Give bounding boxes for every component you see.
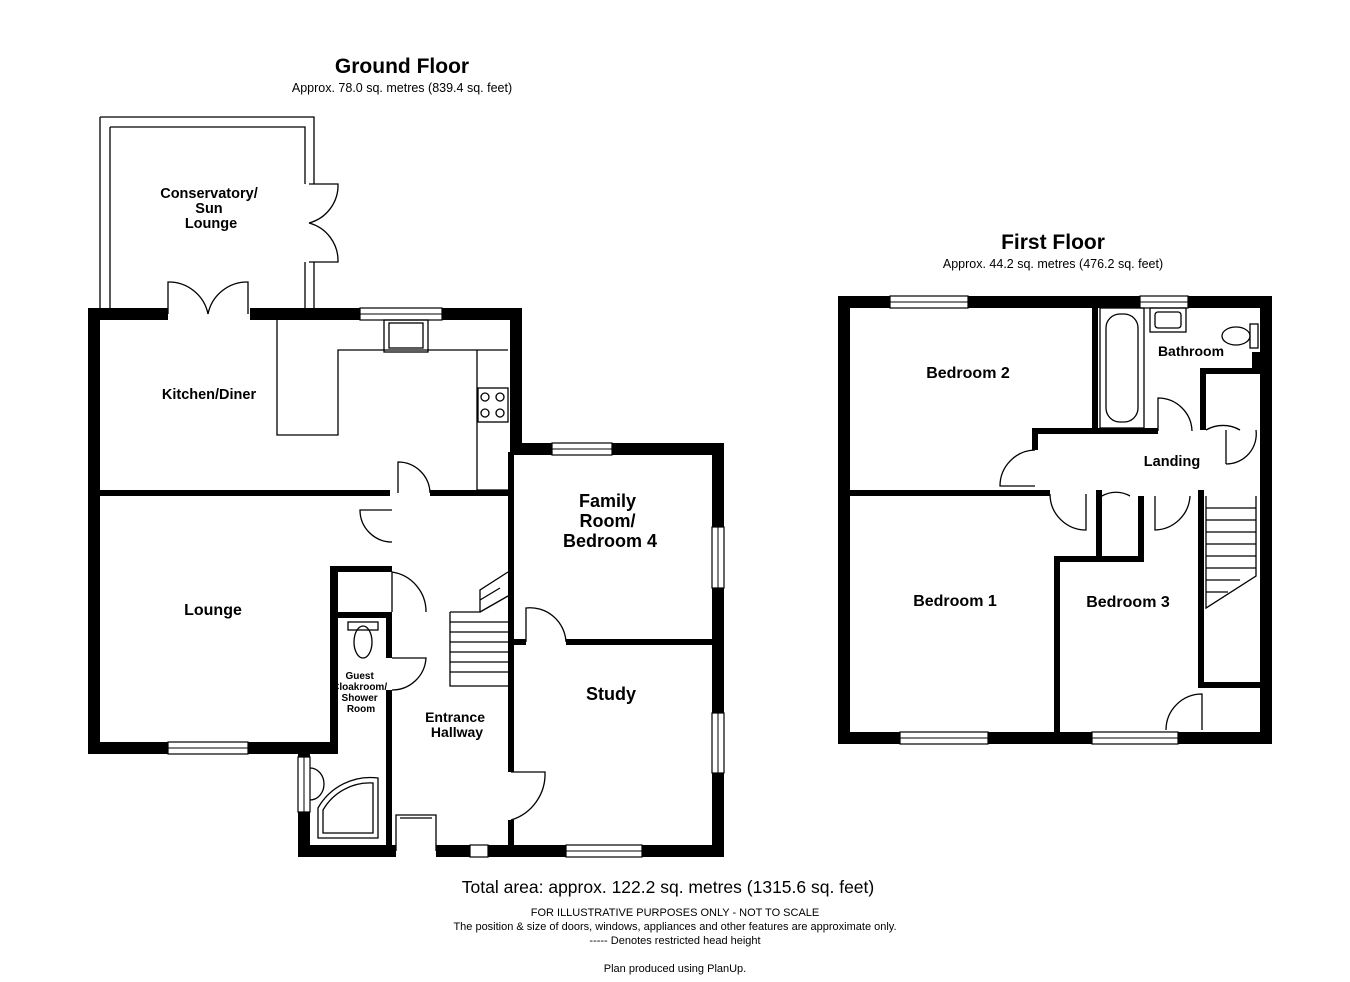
room-label-lounge: Lounge [184, 602, 242, 619]
room-label-kitchen-diner: Kitchen/Diner [162, 387, 257, 403]
ground-floor-walls [88, 116, 724, 857]
first-floor-windows [889, 295, 1189, 745]
disclaimer-head-height: ----- Denotes restricted head height [589, 935, 760, 947]
first-floor-fixtures [1099, 307, 1259, 610]
room-label-entrance-hallway: Entrance Hallway [425, 709, 489, 740]
ground-floor-doors [167, 183, 567, 851]
ground-floor-area: Approx. 78.0 sq. metres (839.4 sq. feet) [292, 81, 512, 95]
ground-floor-room-labels: Conservatory/ Sun Lounge Kitchen/Diner F… [160, 186, 657, 740]
plan-produced-by: Plan produced using PlanUp. [604, 963, 746, 975]
disclaimer-approximate: The position & size of doors, windows, a… [453, 921, 896, 933]
first-floor-area: Approx. 44.2 sq. metres (476.2 sq. feet) [943, 257, 1163, 271]
ground-floor-windows [167, 307, 725, 858]
total-area: Total area: approx. 122.2 sq. metres (13… [462, 877, 874, 897]
room-label-study: Study [586, 684, 636, 704]
room-label-cloakroom: Guest Cloakroom/ Shower Room [332, 671, 390, 715]
room-label-family-room: Family Room/ Bedroom 4 [563, 491, 657, 551]
disclaimer-illustrative: FOR ILLUSTRATIVE PURPOSES ONLY - NOT TO … [531, 907, 820, 919]
room-label-bedroom-2: Bedroom 2 [926, 365, 1010, 382]
first-floor-walls [838, 296, 1272, 744]
first-floor-room-labels: Bedroom 2 Bathroom Landing Bedroom 1 Bed… [913, 343, 1224, 611]
plan-footer: Total area: approx. 122.2 sq. metres (13… [453, 877, 896, 975]
ground-floor-title: Ground Floor [335, 55, 469, 78]
room-label-bathroom: Bathroom [1158, 343, 1224, 359]
room-label-bedroom-3: Bedroom 3 [1086, 594, 1170, 611]
room-label-bedroom-1: Bedroom 1 [913, 593, 997, 610]
room-label-conservatory: Conservatory/ Sun Lounge [160, 186, 262, 232]
ground-floor-fixtures [276, 319, 509, 839]
first-floor-title: First Floor [1001, 231, 1105, 254]
first-floor-doors [999, 397, 1257, 731]
room-label-landing: Landing [1144, 454, 1200, 470]
